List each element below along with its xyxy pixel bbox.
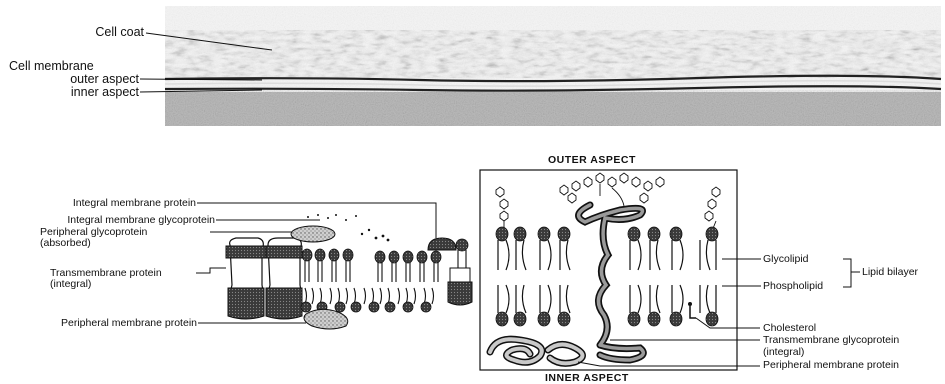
label-peripheral-glycoprotein-note: (absorbed) [40, 238, 91, 249]
label-cell-coat: Cell coat [60, 26, 144, 39]
label-transmembrane-protein-note: (integral) [50, 279, 91, 290]
label-glycolipid: Glycolipid [763, 254, 809, 265]
micrograph [165, 6, 941, 126]
label-transmembrane-glycoprotein: Transmembrane glycoprotein [763, 335, 899, 346]
label-peripheral-membrane-protein-right: Peripheral membrane protein [763, 360, 899, 371]
header-inner-aspect: INNER ASPECT [545, 372, 629, 384]
left-membrane-schematic [226, 214, 472, 329]
label-cholesterol: Cholesterol [763, 323, 816, 334]
label-integral-membrane-protein: Integral membrane protein [20, 198, 196, 209]
label-peripheral-membrane-protein-left: Peripheral membrane protein [10, 318, 197, 329]
header-outer-aspect: OUTER ASPECT [548, 154, 636, 166]
label-transmembrane-glycoprotein-note: (integral) [763, 347, 804, 358]
label-phospholipid: Phospholipid [763, 281, 823, 292]
label-lipid-bilayer: Lipid bilayer [862, 267, 918, 278]
label-integral-membrane-glycoprotein: Integral membrane glycoprotein [4, 215, 215, 226]
label-inner-aspect: inner aspect [40, 86, 139, 99]
